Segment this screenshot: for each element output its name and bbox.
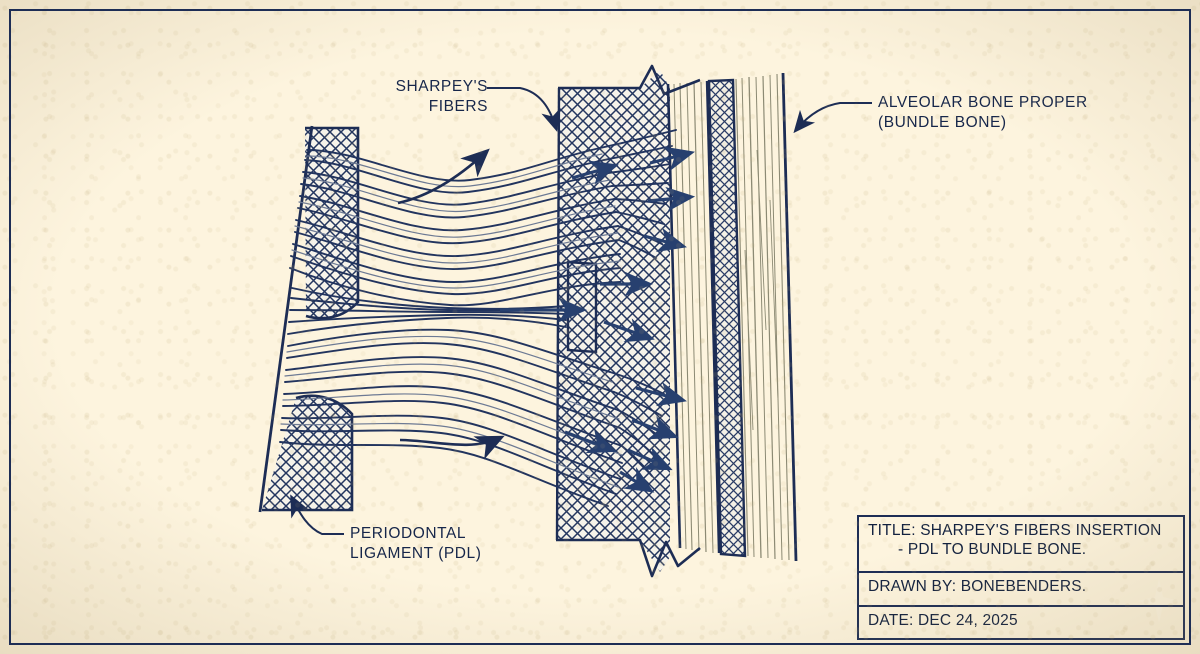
label-alveolar-bone-proper: ALVEOLAR BONE PROPER (BUNDLE BONE) — [878, 94, 1088, 131]
lamellar-band — [707, 78, 747, 558]
leader-pdl — [290, 494, 344, 535]
title-block-drawn-by: DRAWN BY: BONEBENDERS. — [859, 573, 1183, 607]
title-block-title-row: TITLE: SHARPEY'S FIBERS INSERTION - PDL … — [859, 517, 1183, 573]
periodontal-ligament-fibers — [279, 129, 677, 507]
label-periodontal-ligament: PERIODONTAL LIGAMENT (PDL) — [350, 525, 482, 562]
title-line-2: - PDL TO BUNDLE BONE. — [898, 540, 1087, 558]
leader-pdl-secondary — [399, 435, 505, 460]
title-block-date: DATE: DEC 24, 2025 — [868, 612, 1018, 629]
leader-sharpey-secondary — [397, 148, 490, 205]
label-sharpeys-fibers: SHARPEY'S FIBERS — [395, 78, 488, 115]
title-block: TITLE: SHARPEY'S FIBERS INSERTION - PDL … — [857, 515, 1185, 640]
insertion-arrows — [500, 146, 696, 493]
leader-sharpey — [487, 87, 561, 132]
title-line-1: TITLE: SHARPEY'S FIBERS INSERTION — [868, 522, 1162, 539]
lamellar-bone-outer — [735, 72, 798, 562]
leader-lines — [290, 87, 872, 535]
leader-alveolar — [793, 102, 872, 134]
